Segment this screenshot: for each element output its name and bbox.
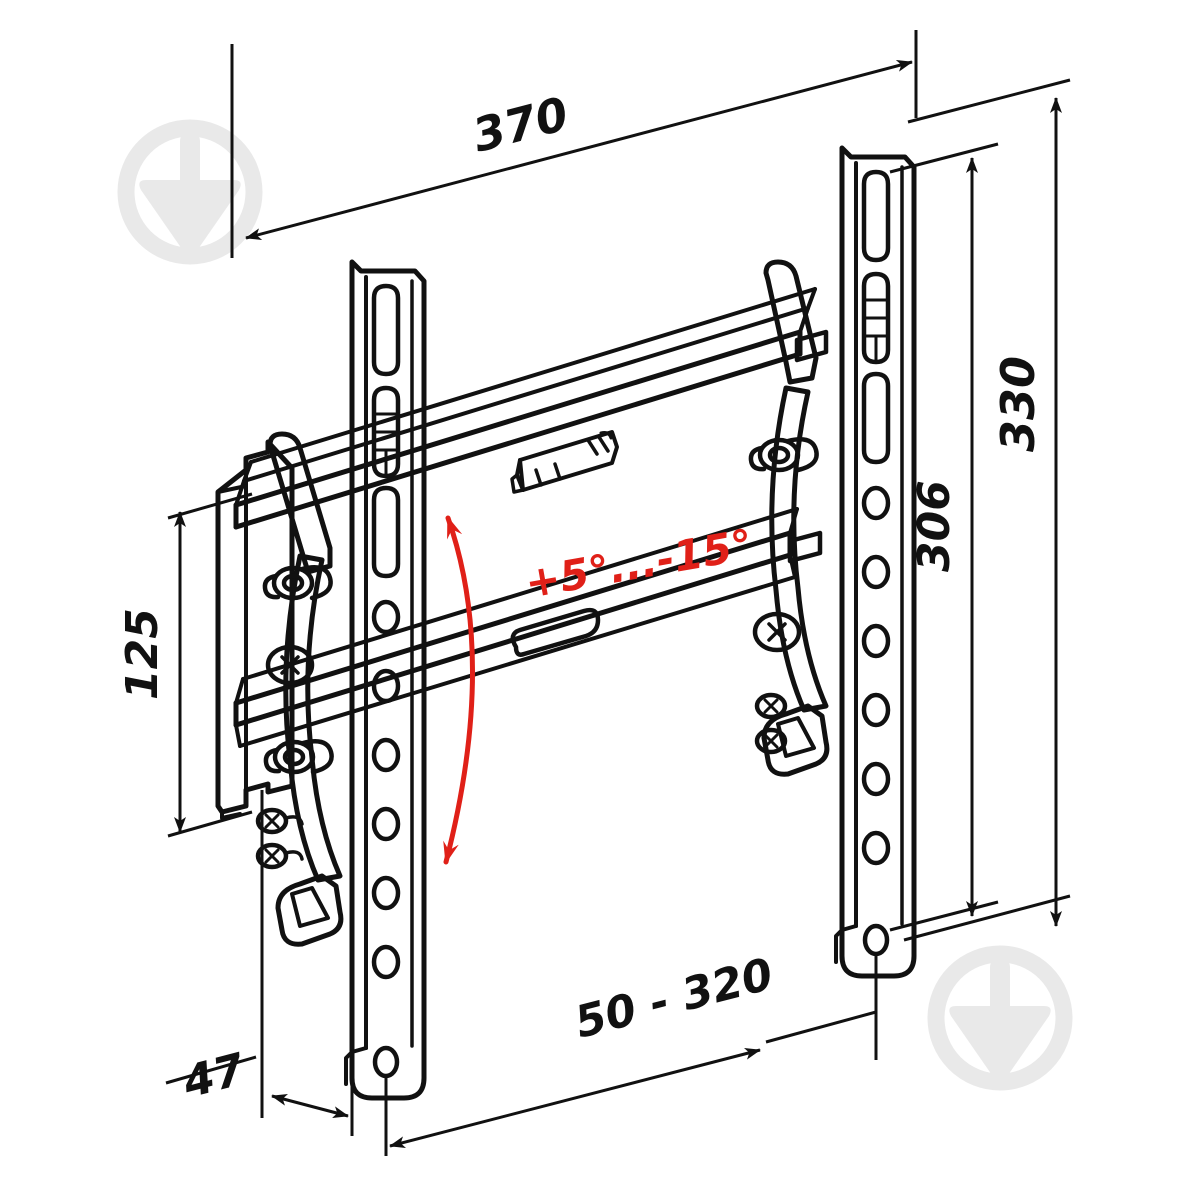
dim-330 <box>903 78 1071 942</box>
right-plate-top-hook <box>763 259 819 385</box>
tilt-angle-arc <box>443 515 475 865</box>
right-arm-bolt-upper <box>748 437 819 473</box>
left-arm-bolt-mid <box>265 644 315 686</box>
dim-label-330: 330 <box>991 356 1045 452</box>
bubble-level <box>510 430 619 494</box>
center-adjust-slot <box>510 607 601 657</box>
dim-306 <box>889 142 999 932</box>
dim-125 <box>167 492 253 838</box>
watermark-bottom-right <box>927 945 1073 1091</box>
dim-47 <box>165 790 354 1136</box>
watermark-top-left <box>117 119 263 265</box>
right-tv-bracket <box>834 145 917 979</box>
upper-horizontal-rail <box>233 306 810 530</box>
dim-50-320 <box>384 952 878 1156</box>
right-tilt-arm <box>769 385 829 713</box>
right-bracket-holes <box>861 485 891 957</box>
right-arm-bolt-mid <box>752 611 802 653</box>
dim-label-125: 125 <box>117 608 168 700</box>
dim-label-306: 306 <box>909 480 960 572</box>
right-clamp-screws <box>754 692 788 755</box>
left-arm-bolt-lower <box>263 739 334 775</box>
left-bracket-holes <box>371 599 401 1079</box>
left-bracket-slots <box>371 283 401 579</box>
left-plate-top-hook <box>267 431 333 575</box>
left-clamp-screws <box>255 807 304 870</box>
dim-370 <box>230 30 918 258</box>
left-arm-bolt-upper <box>262 565 333 601</box>
dimension-lines <box>165 30 1071 1156</box>
rail-right-connector <box>787 329 829 564</box>
left-lower-clamp <box>275 873 344 947</box>
